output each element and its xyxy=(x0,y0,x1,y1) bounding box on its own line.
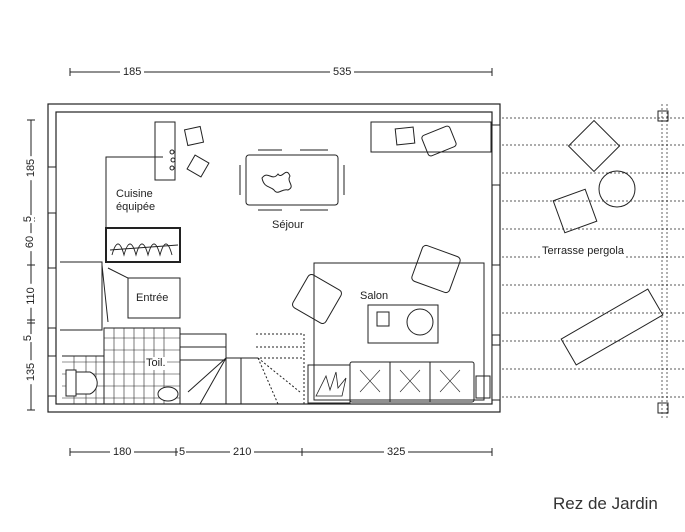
dim-left-185: 185 xyxy=(25,155,38,181)
left-windows xyxy=(47,166,57,397)
right-windows xyxy=(491,124,501,401)
room-label-kitchen-line2: équipée xyxy=(116,201,156,213)
plan-title: Rez de Jardin xyxy=(553,494,658,513)
room-label-toilet: Toil. xyxy=(145,357,167,370)
dim-left-110: 110 xyxy=(24,284,37,308)
dim-bottom-5: 5 xyxy=(178,446,187,458)
room-label-salon: Salon xyxy=(360,290,389,302)
dim-bottom-210: 210 xyxy=(230,446,255,458)
dim-top-185: 185 xyxy=(120,66,145,78)
dim-top-535: 535 xyxy=(330,66,355,78)
dim-bottom-325: 325 xyxy=(384,446,409,458)
room-label-terrace: Terrasse pergola xyxy=(540,245,626,258)
room-label-entree: Entrée xyxy=(136,292,169,304)
room-label-kitchen: Cuisine équipée xyxy=(116,188,155,214)
dim-left-5a: 5 xyxy=(22,214,35,224)
kitchen-partition xyxy=(105,121,210,263)
dim-bottom-180: 180 xyxy=(110,446,135,458)
room-label-sejour: Séjour xyxy=(272,219,304,231)
terrace-furniture xyxy=(552,110,669,414)
entry-area xyxy=(60,261,181,331)
terrace-pergola xyxy=(502,104,685,420)
staircase xyxy=(180,333,305,405)
room-label-kitchen-line1: Cuisine xyxy=(116,188,153,200)
dim-left-60: 60 xyxy=(24,232,37,252)
dim-left-5b: 5 xyxy=(22,333,35,343)
dim-left-135: 135 xyxy=(25,359,38,385)
exterior-walls xyxy=(47,103,501,413)
dining-table xyxy=(239,149,345,211)
salon-furniture xyxy=(292,244,491,404)
sideboard-desk xyxy=(370,121,492,157)
